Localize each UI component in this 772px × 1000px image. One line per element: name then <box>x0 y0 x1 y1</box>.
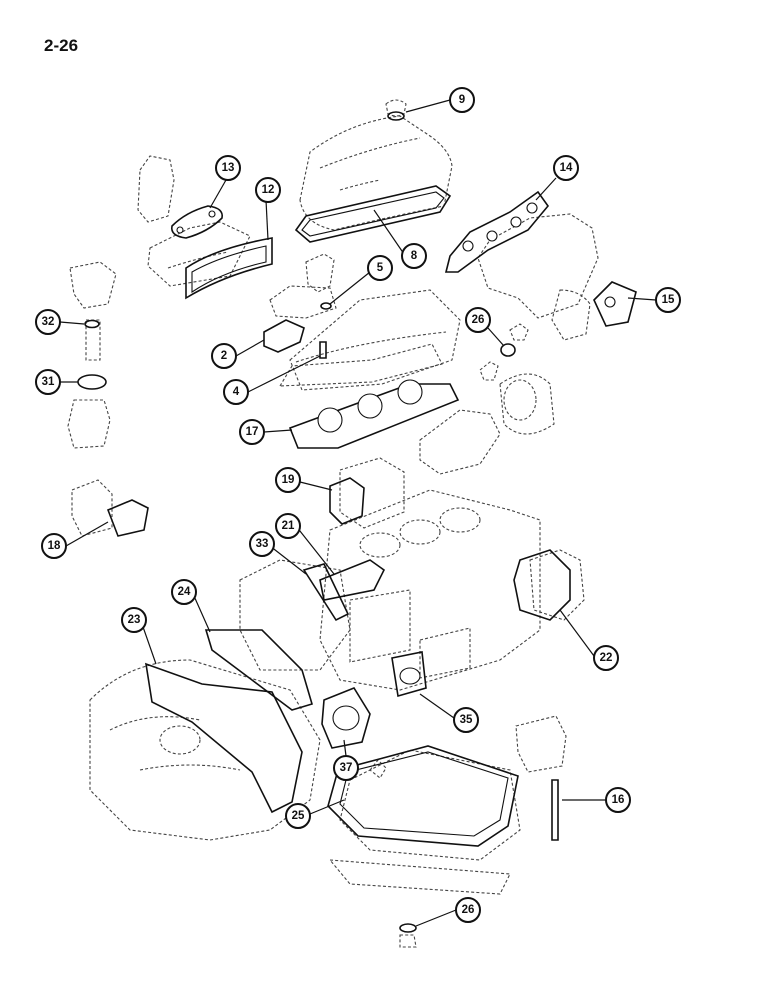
callout-8: 8 <box>401 243 427 269</box>
callout-9: 9 <box>449 87 475 113</box>
rocker-cover-gasket <box>294 185 452 243</box>
svg-text:32: 32 <box>42 316 55 328</box>
callout-31: 31 <box>35 369 61 395</box>
svg-text:31: 31 <box>42 376 55 388</box>
svg-text:17: 17 <box>246 426 259 438</box>
svg-text:9: 9 <box>459 94 465 106</box>
callout-26-upper: 26 <box>465 307 491 333</box>
callout-25: 25 <box>285 803 311 829</box>
intake-manifold-gasket <box>185 237 273 300</box>
injection-pump-gasket <box>329 477 365 525</box>
svg-text:12: 12 <box>262 184 275 196</box>
callout-18: 18 <box>41 533 67 559</box>
square-gasket <box>593 281 637 327</box>
callout-12: 12 <box>255 177 281 203</box>
gasket-33 <box>302 563 350 622</box>
svg-text:14: 14 <box>560 162 573 174</box>
dipstick-tube <box>551 779 559 841</box>
exhaust-manifold-gasket <box>444 190 550 273</box>
svg-text:15: 15 <box>662 294 675 306</box>
filler-cap-seal <box>387 111 405 121</box>
svg-text:16: 16 <box>612 794 625 806</box>
callout-16: 16 <box>605 787 631 813</box>
svg-text:5: 5 <box>377 262 384 274</box>
fuel-pump-gasket <box>106 499 149 537</box>
svg-text:8: 8 <box>411 250 418 262</box>
drain-plug-washer <box>399 923 417 933</box>
rear-plate-gasket <box>144 662 303 814</box>
callout-35: 35 <box>453 707 479 733</box>
svg-text:33: 33 <box>256 538 269 550</box>
timing-cover-gasket <box>204 629 313 711</box>
svg-text:4: 4 <box>233 386 240 398</box>
square-gasket-35 <box>391 651 427 698</box>
oil-pan-gasket <box>327 745 519 847</box>
o-ring-small <box>84 319 100 329</box>
gasket-37 <box>321 687 371 749</box>
thermostat-housing-gasket <box>170 205 224 239</box>
svg-text:22: 22 <box>600 652 613 664</box>
stud <box>319 341 327 359</box>
callout-22: 22 <box>593 645 619 671</box>
callout-13: 13 <box>215 155 241 181</box>
svg-text:2: 2 <box>221 350 227 362</box>
svg-text:23: 23 <box>128 614 141 626</box>
callout-21: 21 <box>275 513 301 539</box>
page-number: 2-26 <box>44 36 79 55</box>
svg-text:13: 13 <box>222 162 235 174</box>
callout-23: 23 <box>121 607 147 633</box>
svg-text:37: 37 <box>340 762 353 774</box>
plate-gasket <box>263 319 305 353</box>
ghost-parts <box>67 99 599 948</box>
callout-5: 5 <box>367 255 393 281</box>
svg-text:19: 19 <box>282 474 295 486</box>
svg-text:24: 24 <box>178 586 191 598</box>
svg-text:18: 18 <box>48 540 61 552</box>
callout-32: 32 <box>35 309 61 335</box>
leader-lines <box>59 99 657 927</box>
gasket-21 <box>319 559 386 601</box>
callout-26-lower: 26 <box>455 897 481 923</box>
callout-24: 24 <box>171 579 197 605</box>
callout-19: 19 <box>275 467 301 493</box>
svg-text:21: 21 <box>282 520 295 532</box>
callout-2: 2 <box>211 343 237 369</box>
callouts: 9 13 12 14 8 5 15 32 26 2 31 4 17 19 18 … <box>35 87 681 923</box>
svg-text:26: 26 <box>462 904 475 916</box>
oil-seal-upper <box>500 343 516 357</box>
callout-14: 14 <box>553 155 579 181</box>
svg-text:26: 26 <box>472 314 485 326</box>
callout-37: 37 <box>333 755 359 781</box>
svg-text:35: 35 <box>460 714 473 726</box>
svg-text:25: 25 <box>292 810 305 822</box>
callout-33: 33 <box>249 531 275 557</box>
washer <box>320 302 332 310</box>
callout-15: 15 <box>655 287 681 313</box>
callout-17: 17 <box>239 419 265 445</box>
o-ring-large <box>77 374 107 390</box>
callout-4: 4 <box>223 379 249 405</box>
water-pump-gasket <box>513 549 571 621</box>
gaskets <box>77 111 637 933</box>
